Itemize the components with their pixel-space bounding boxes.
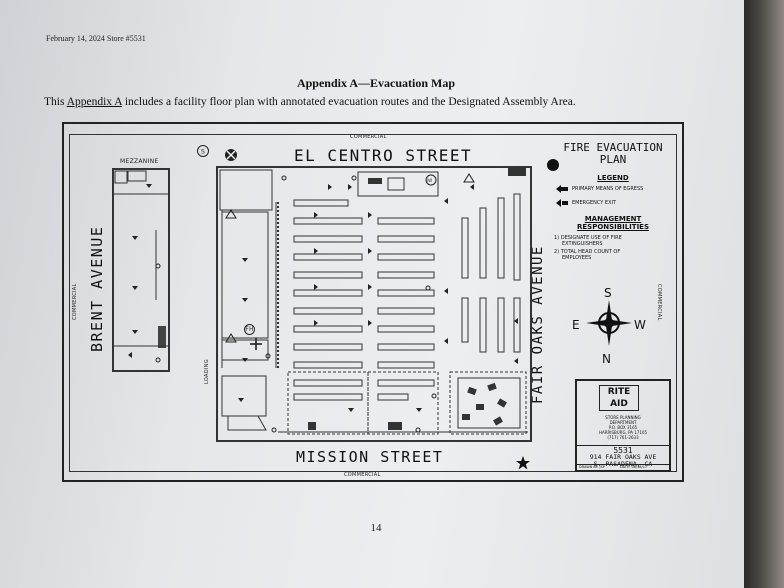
logo-line2: AID	[610, 399, 628, 409]
appendix-link[interactable]: Appendix A	[66, 96, 122, 108]
compass-right-label: W	[634, 318, 646, 332]
responsibility-1: 1) DESIGNATE USE OF FIRE EXTINGUISHERS	[554, 235, 678, 247]
resp2-line1: 2) TOTAL HEAD COUNT OF	[554, 249, 621, 255]
legend-primary-egress: PRIMARY MEANS OF EGRESS	[556, 185, 678, 193]
responsibility-2: 2) TOTAL HEAD COUNT OF EMPLOYEES	[554, 249, 678, 261]
fire-evacuation-plan-title: FIRE EVACUATION PLAN	[548, 142, 678, 166]
logo-line1: RITE	[607, 387, 631, 397]
assembly-hazard-icon	[225, 149, 237, 161]
resp1-line2: EXTINGUISHERS	[562, 241, 603, 247]
rite-aid-logo: RITE AID	[599, 385, 639, 411]
drawing-info-row: DRAWN BY: JSP DATE: 08/18/17	[577, 464, 669, 470]
compass-rose-icon	[586, 300, 632, 346]
compass-top-label: S	[604, 286, 612, 300]
zoning-south: COMMERCIAL	[344, 472, 381, 478]
svg-text:S: S	[201, 149, 205, 156]
mezzanine-floorplan	[112, 168, 170, 372]
evacuation-map: COMMERCIAL COMMERCIAL COMMERCIAL COMMERC…	[62, 122, 684, 482]
zoning-east: COMMERCIAL	[656, 284, 662, 321]
street-east: FAIR OAKS AVENUE	[530, 245, 546, 404]
store-number: 5531	[577, 445, 669, 455]
legend-emergency-text: EMERGENCY EXIT	[572, 200, 617, 206]
intro-prefix: This	[44, 96, 67, 108]
map-symbols-topleft: S	[197, 145, 209, 157]
dept-line5: (717) 761-2633	[607, 435, 639, 440]
legend-title: LEGEND	[597, 174, 629, 182]
drawing-date: DATE: 08/18/17	[620, 465, 648, 469]
svg-text:IW: IW	[427, 178, 432, 183]
fep-line1: FIRE EVACUATION	[563, 141, 663, 154]
zoning-north: COMMERCIAL	[350, 134, 387, 140]
page-number: 14	[370, 522, 382, 534]
legend-primary-text: PRIMARY MEANS OF EGRESS	[572, 186, 644, 192]
resp1-line1: 1) DESIGNATE USE OF FIRE	[554, 235, 622, 241]
document-page: February 14, 2024 Store #5531 Appendix A…	[0, 0, 752, 588]
address-line1: 914 FAIR OAKS AVE	[589, 453, 657, 461]
management-title-line2: RESPONSIBILITIES	[576, 223, 649, 231]
dept-line4: HARRISBURG, PA 17105	[598, 430, 647, 435]
street-north: EL CENTRO STREET	[294, 146, 473, 165]
loading-label: LOADING	[204, 359, 210, 384]
street-west: BRENT AVENUE	[88, 225, 106, 352]
intro-paragraph: This Appendix A includes a facility floo…	[44, 96, 576, 108]
store-planning-address: STORE PLANNING DEPARTMENT P.O. BOX 3165 …	[577, 415, 669, 440]
street-south: MISSION STREET	[296, 448, 444, 466]
header-date-store: February 14, 2024 Store #5531	[46, 34, 146, 43]
dept-line3: P.O. BOX 3165	[608, 425, 638, 430]
binder-edge	[744, 0, 784, 588]
store-floorplan: IW FH	[216, 166, 532, 442]
dept-line1: STORE PLANNING	[605, 415, 641, 420]
compass-left-label: E	[572, 318, 580, 332]
management-title-line1: MANAGEMENT	[584, 215, 642, 223]
mezzanine-drawing	[114, 170, 168, 363]
map-inner-frame	[69, 134, 677, 472]
primary-egress-arrow-icon	[556, 185, 568, 193]
store-drawing: IW	[219, 168, 528, 435]
legend-emergency-exit: EMERGENCY EXIT	[556, 199, 678, 207]
intro-suffix: includes a facility floor plan with anno…	[121, 96, 576, 108]
fep-line2: PLAN	[599, 153, 627, 166]
emergency-exit-arrow-icon	[556, 199, 568, 207]
assembly-area-star-icon	[516, 456, 530, 470]
dept-line2: DEPARTMENT	[609, 420, 637, 425]
zoning-west: COMMERCIAL	[72, 283, 78, 320]
compass-bottom-label: N	[602, 352, 611, 366]
resp2-line2: EMPLOYEES	[562, 255, 592, 261]
fire-hose-label: FH	[244, 324, 255, 335]
mezzanine-label: MEZZANINE	[120, 158, 159, 165]
management-title: MANAGEMENT RESPONSIBILITIES	[548, 215, 678, 231]
map-side-panel: FIRE EVACUATION PLAN LEGEND PRIMARY MEAN…	[548, 142, 678, 262]
drawn-by: DRAWN BY: JSP	[579, 465, 605, 469]
page-title: Appendix A—Evacuation Map	[296, 76, 456, 90]
title-block: RITE AID STORE PLANNING DEPARTMENT P.O. …	[575, 379, 671, 472]
assembly-point-dot-icon	[547, 159, 559, 171]
